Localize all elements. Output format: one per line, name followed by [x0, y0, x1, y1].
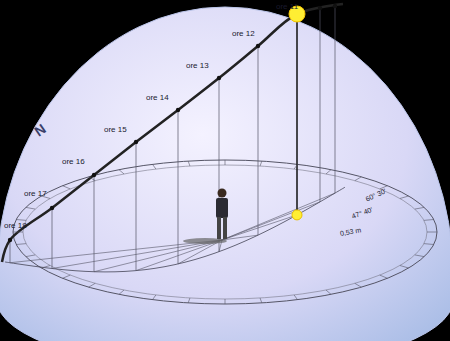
hour-dot	[217, 76, 221, 80]
compass-tick	[355, 283, 361, 287]
hour-dot	[92, 173, 96, 177]
compass-tick	[225, 160, 226, 165]
shadow-ray	[10, 240, 222, 263]
shadow-ray	[222, 215, 297, 240]
compass-tick	[89, 283, 95, 287]
compass-tick	[400, 266, 409, 269]
hour-label: ore 12	[232, 30, 255, 38]
hour-label: ore 11	[276, 3, 298, 11]
compass-tick	[427, 232, 437, 233]
sky-dome	[0, 7, 450, 341]
compass-tick	[13, 232, 23, 233]
compass-tick	[63, 275, 71, 278]
drop-line	[94, 175, 95, 272]
compass-tick	[260, 298, 262, 303]
sun-ground-point	[292, 210, 302, 220]
hour-label: ore 14	[146, 94, 169, 102]
horizon-ring-inner	[23, 165, 427, 299]
compass-tick	[415, 255, 424, 257]
drop-line	[178, 110, 179, 264]
drop-line	[52, 208, 53, 268]
compass-tick	[424, 243, 434, 245]
shadow-ray	[94, 240, 222, 272]
hour-dot	[256, 44, 260, 48]
drop-line	[136, 142, 137, 271]
compass-tick	[294, 164, 297, 169]
compass-tick	[188, 161, 190, 166]
person-figure	[216, 189, 228, 240]
compass-tick	[41, 266, 50, 269]
drop-line	[10, 240, 11, 263]
drop-line	[335, 6, 336, 193]
shadow-ray	[222, 202, 320, 240]
compass-tick	[63, 186, 71, 189]
sun-path	[2, 4, 343, 262]
compass-tick	[188, 298, 190, 303]
compass-tick	[26, 255, 35, 257]
shadow-ray	[52, 240, 222, 268]
compass-tick	[424, 219, 434, 221]
compass-tick	[152, 164, 155, 169]
compass-tick	[119, 290, 124, 294]
drop-line	[297, 14, 298, 215]
hour-dot	[318, 6, 322, 10]
drop-line	[320, 8, 321, 202]
compass-tick	[260, 161, 262, 166]
compass-tick	[152, 295, 155, 300]
compass-tick	[16, 219, 26, 221]
compass-tick	[294, 295, 297, 300]
shadow-ray	[222, 193, 335, 240]
compass-tick	[225, 299, 226, 304]
drop-line	[258, 46, 259, 235]
compass-tick	[400, 196, 409, 199]
compass-tick	[119, 170, 124, 174]
compass-tick	[380, 275, 388, 278]
hour-dot	[333, 4, 337, 8]
hour-label: ore 15	[104, 126, 127, 134]
hour-label: ore 17	[24, 190, 47, 198]
hour-dot	[50, 206, 54, 210]
horizon-ring	[13, 160, 437, 304]
compass-tick	[355, 177, 361, 181]
ground-projection	[5, 187, 345, 272]
hour-label: ore 18	[4, 222, 27, 230]
compass-tick	[26, 207, 35, 209]
compass-tick	[16, 243, 26, 245]
compass-tick	[326, 290, 331, 294]
hour-dot	[176, 108, 180, 112]
compass-tick	[415, 207, 424, 209]
hour-label: ore 16	[62, 158, 85, 166]
hour-label: ore 13	[186, 62, 209, 70]
compass-tick	[89, 177, 95, 181]
hour-dot	[8, 238, 12, 242]
compass-tick	[326, 170, 331, 174]
sun-drop-line	[296, 14, 298, 215]
hour-dot	[134, 140, 138, 144]
